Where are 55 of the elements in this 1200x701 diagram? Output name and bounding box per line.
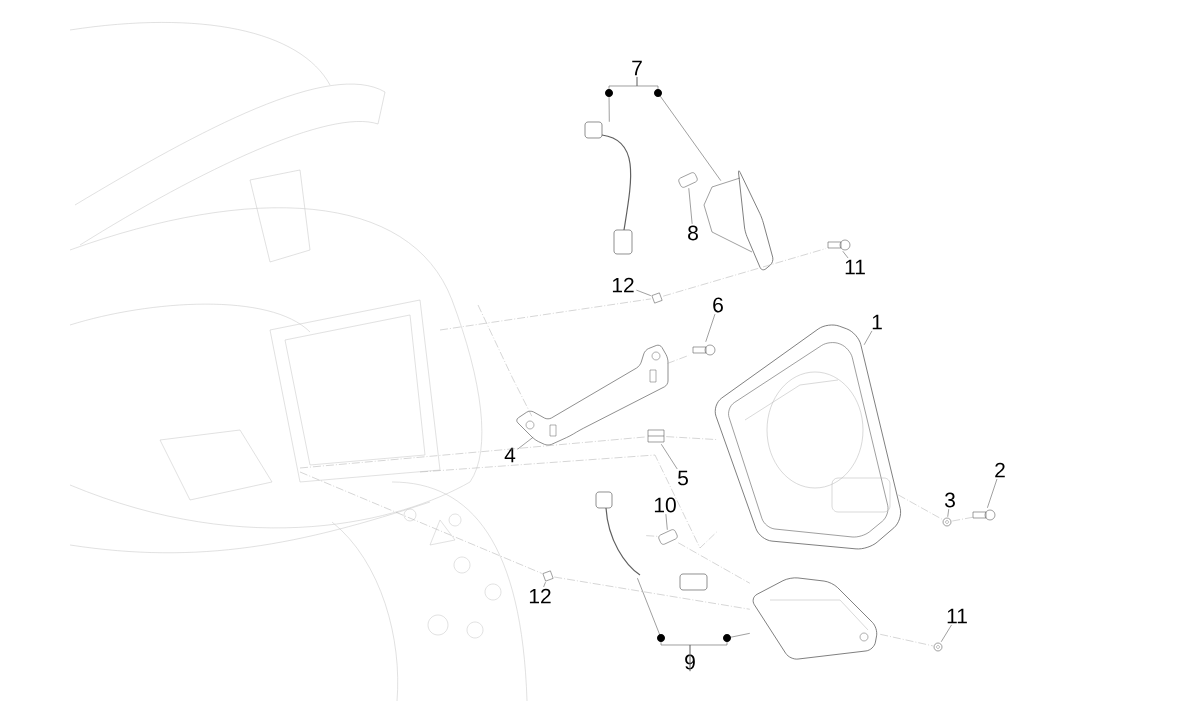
bulb-socket-drawing (595, 491, 641, 576)
assembly-line (419, 454, 719, 549)
bracket-drawing (516, 344, 669, 446)
assembly-line (662, 248, 827, 297)
assembly-line (879, 634, 934, 647)
bulb-socket-drawing (584, 121, 633, 255)
callout-number: 2 (995, 462, 1005, 478)
leader-line (863, 330, 873, 346)
leader-line (689, 633, 751, 672)
callout-number: 11 (947, 608, 967, 624)
assembly-line (951, 517, 974, 522)
washer-drawing (942, 517, 952, 527)
bulb-drawing (658, 529, 678, 545)
lamp-drawing (703, 170, 774, 271)
assembly-line (439, 298, 652, 331)
leader-line (543, 581, 546, 588)
leader-line (705, 313, 716, 343)
assembly-line (665, 436, 719, 440)
leader-line (517, 436, 534, 450)
nut-drawing (651, 292, 663, 304)
assembly-line (897, 494, 943, 520)
bulb-drawing (678, 172, 698, 188)
leader-line (688, 187, 693, 225)
callout-number: 4 (504, 447, 516, 463)
callout-number: 3 (944, 492, 955, 508)
assembly-line (477, 304, 533, 417)
leader-line (636, 289, 652, 296)
screw-drawing (972, 509, 996, 521)
assembly-line (677, 542, 751, 584)
screw-drawing (692, 344, 716, 356)
leader-line (987, 478, 998, 509)
callout-number: 5 (678, 470, 688, 486)
leader-line (636, 76, 722, 181)
leader-line (665, 513, 668, 531)
clip-drawing (647, 429, 665, 443)
callout-number: 12 (529, 588, 551, 604)
nut-drawing (542, 570, 554, 582)
assembly-line (299, 436, 647, 469)
screw-drawing (933, 642, 943, 652)
callout-number: 9 (685, 654, 695, 670)
leader-line (661, 443, 678, 470)
callout-number: 1 (872, 314, 882, 330)
leader-line (947, 508, 950, 518)
leader-line (940, 624, 952, 643)
screw-drawing (827, 239, 851, 251)
assembly-line (666, 355, 690, 364)
callout-number: 10 (654, 497, 676, 513)
callout-number: 12 (612, 277, 634, 293)
assembly-line (553, 576, 751, 610)
callout-number: 6 (713, 297, 723, 313)
callout-number: 8 (688, 225, 698, 241)
leader-line (842, 250, 849, 259)
callout-number: 11 (845, 259, 865, 275)
callout-number: 7 (632, 60, 642, 76)
assembly-line (299, 471, 543, 574)
